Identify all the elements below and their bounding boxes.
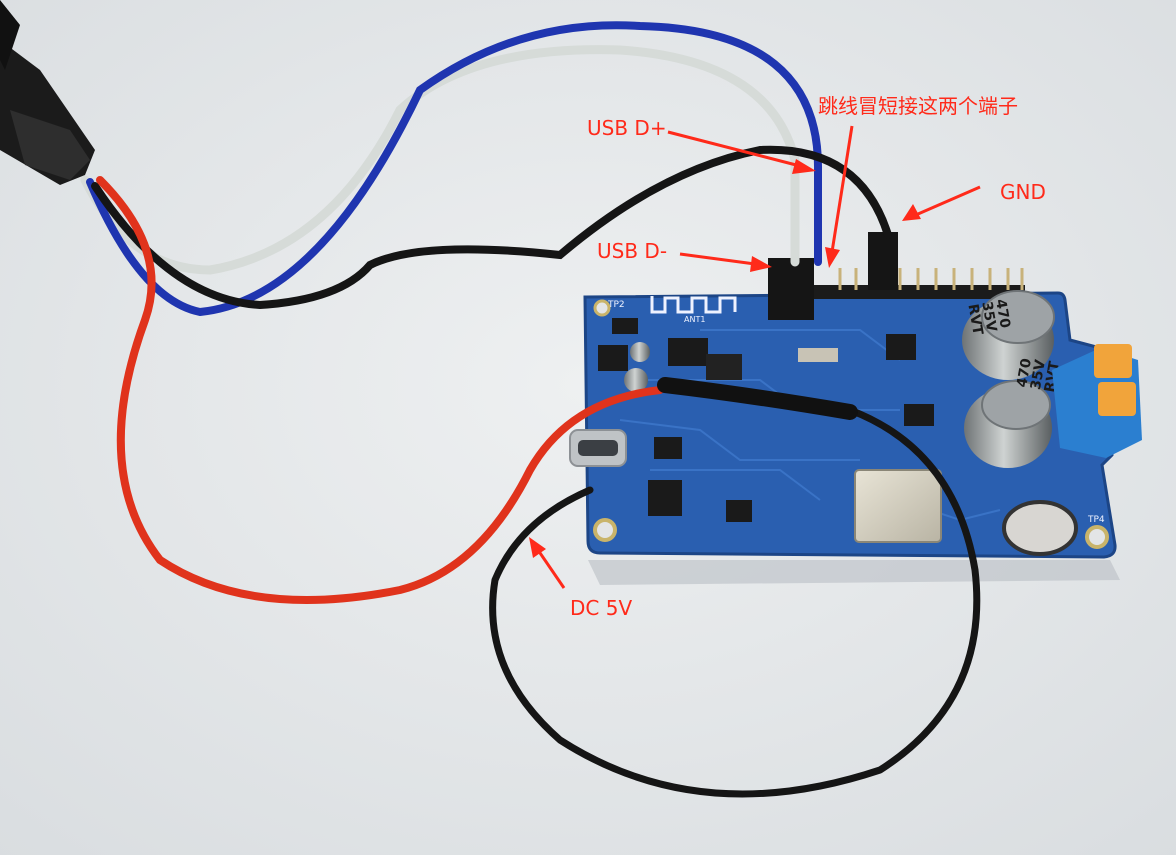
usb-dplus-label: USB D+ [587,116,667,140]
usb-connector-icon [0,0,95,185]
cap-a-line1: 470 [992,298,1013,330]
cap-b-line1: 470 [1014,357,1035,389]
ant1-label: ANT1 [684,315,705,324]
arrow-icon [529,125,981,589]
dc-5v-label: DC 5V [570,596,633,620]
terminal-block-icon [1052,344,1142,458]
wire-white [80,45,800,275]
wire-blue [86,21,823,317]
jumper-note-label: 跳线冒短接这两个端子 [818,94,1018,118]
gnd-label: GND [1000,180,1046,204]
jumper-cap [768,258,814,320]
board-shadow [588,560,1120,585]
wire-bundle [80,21,981,798]
cap-b-line2: 35V [1028,358,1049,391]
cap-a-line3: RVT [964,303,985,337]
tp4-label: TP4 [1087,515,1105,525]
capacitor-icon: 470 35V RVT [962,290,1055,380]
usb-dminus-label: USB D- [597,239,668,263]
wire-red [96,176,664,604]
cap-a-line2: 35V [978,300,999,333]
wire-black-gnd [91,145,892,310]
wire-black-dc [489,406,981,798]
tp2-label: TP2 [607,300,625,310]
